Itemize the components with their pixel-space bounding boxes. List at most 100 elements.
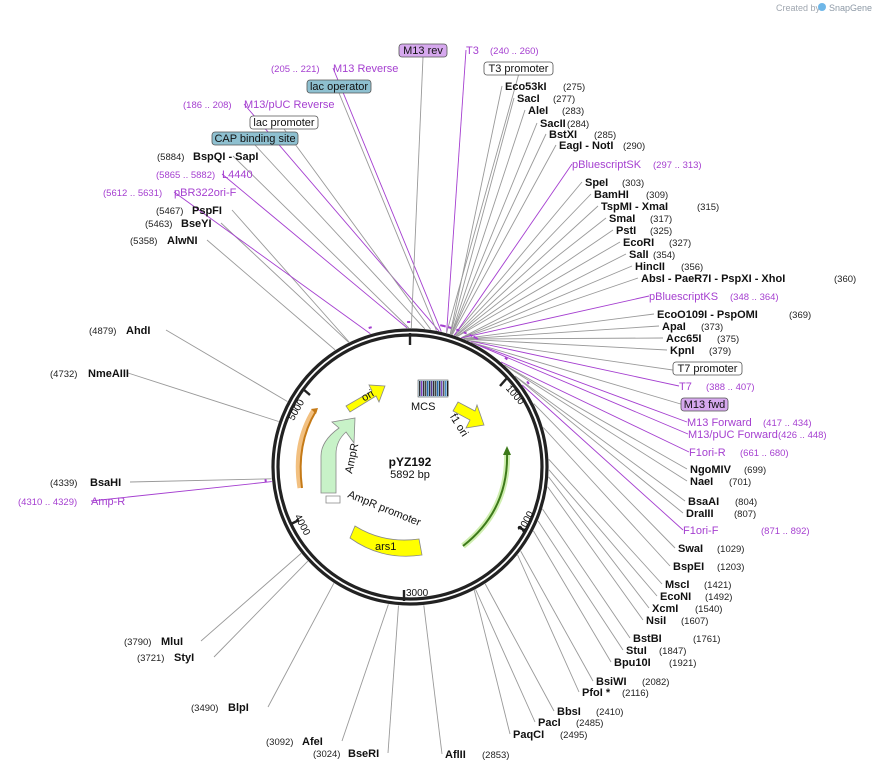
enzyme-ngomiv[interactable]: NgoMIV bbox=[690, 464, 732, 476]
enzyme-position[interactable]: (1847) bbox=[659, 646, 686, 657]
primer-range[interactable]: (871 .. 892) bbox=[761, 526, 810, 537]
enzyme-alwni[interactable]: AlwNI bbox=[167, 235, 198, 247]
enzyme-spei[interactable]: SpeI bbox=[585, 177, 608, 189]
enzyme-blpi[interactable]: BlpI bbox=[228, 702, 249, 714]
primer-range[interactable]: (4310 .. 4329) bbox=[18, 497, 77, 508]
enzyme-position[interactable]: (375) bbox=[717, 334, 739, 345]
box-t7prom[interactable] bbox=[672, 361, 743, 376]
enzyme-position[interactable]: (277) bbox=[553, 94, 575, 105]
enzyme-position[interactable]: (2853) bbox=[482, 750, 509, 761]
enzyme-position[interactable]: (369) bbox=[789, 310, 811, 321]
enzyme-position[interactable]: (379) bbox=[709, 346, 731, 357]
box-m13fwd[interactable] bbox=[680, 397, 729, 412]
primer-m13pucrev[interactable]: M13/pUC Reverse bbox=[244, 99, 334, 111]
enzyme-acc65i[interactable]: Acc65I bbox=[666, 333, 701, 345]
box-label-m13rev[interactable]: M13 rev bbox=[403, 45, 443, 57]
enzyme-position[interactable]: (1921) bbox=[669, 658, 696, 669]
enzyme-bamhi[interactable]: BamHI bbox=[594, 189, 629, 201]
enzyme-position[interactable]: (2116) bbox=[622, 688, 649, 699]
enzyme-mlui[interactable]: MluI bbox=[161, 636, 183, 648]
box-m13rev[interactable] bbox=[398, 43, 448, 58]
enzyme-position[interactable]: (1492) bbox=[705, 592, 732, 603]
box-label-lacprom[interactable]: lac promoter bbox=[253, 117, 314, 129]
enzyme-bstbi[interactable]: BstBI bbox=[633, 633, 662, 645]
primer-range[interactable]: (426 .. 448) bbox=[778, 430, 827, 441]
enzyme-position[interactable]: (3790) bbox=[124, 637, 151, 648]
enzyme-swai[interactable]: SwaI bbox=[678, 543, 703, 555]
box-t3prom[interactable] bbox=[483, 61, 554, 76]
enzyme-bpu10i[interactable]: Bpu10I bbox=[614, 657, 651, 669]
enzyme-psti[interactable]: PstI bbox=[616, 225, 636, 237]
enzyme-position[interactable]: (4339) bbox=[50, 478, 77, 489]
enzyme-position[interactable]: (284) bbox=[567, 119, 589, 130]
primer-range[interactable]: (5865 .. 5882) bbox=[156, 170, 215, 181]
enzyme-position[interactable]: (325) bbox=[650, 226, 672, 237]
enzyme-position[interactable]: (303) bbox=[622, 178, 644, 189]
ori-arrow[interactable] bbox=[345, 384, 386, 413]
enzyme-bseri[interactable]: BseRI bbox=[348, 748, 379, 760]
enzyme-bsiwi[interactable]: BsiWI bbox=[596, 676, 627, 688]
box-label-t3prom[interactable]: T3 promoter bbox=[489, 63, 549, 75]
enzyme-position[interactable]: (5358) bbox=[130, 236, 157, 247]
box-label-t7prom[interactable]: T7 promoter bbox=[678, 363, 738, 375]
enzyme-ecoo109i[interactable]: EcoO109I - PspOMI bbox=[657, 309, 758, 321]
enzyme-position[interactable]: (2485) bbox=[576, 718, 603, 729]
enzyme-smai[interactable]: SmaI bbox=[609, 213, 635, 225]
enzyme-paci[interactable]: PacI bbox=[538, 717, 561, 729]
enzyme-bsaai[interactable]: BsaAI bbox=[688, 496, 719, 508]
primer-t3[interactable]: T3 bbox=[466, 45, 479, 57]
box-lacprom[interactable] bbox=[249, 115, 319, 130]
primer-pbsk[interactable]: pBluescriptSK bbox=[572, 159, 642, 171]
box-label-cap[interactable]: CAP binding site bbox=[214, 133, 295, 145]
enzyme-position[interactable]: (1203) bbox=[717, 562, 744, 573]
enzyme-position[interactable]: (327) bbox=[669, 238, 691, 249]
enzyme-eco53ki[interactable]: Eco53kI bbox=[505, 81, 547, 93]
enzyme-ecori[interactable]: EcoRI bbox=[623, 237, 654, 249]
enzyme-position[interactable]: (1607) bbox=[681, 616, 708, 627]
enzyme-position[interactable]: (5467) bbox=[156, 206, 183, 217]
enzyme-position[interactable]: (2410) bbox=[596, 707, 623, 718]
primer-range[interactable]: (417 .. 434) bbox=[763, 418, 812, 429]
box-cap[interactable] bbox=[211, 131, 299, 146]
enzyme-position[interactable]: (699) bbox=[744, 465, 766, 476]
enzyme-nsii[interactable]: NsiI bbox=[646, 615, 666, 627]
primer-range[interactable]: (5612 .. 5631) bbox=[103, 188, 162, 199]
enzyme-position[interactable]: (360) bbox=[834, 274, 856, 285]
primer-range[interactable]: (661 .. 680) bbox=[740, 448, 789, 459]
enzyme-position[interactable]: (1761) bbox=[693, 634, 720, 645]
enzyme-position[interactable]: (5463) bbox=[145, 219, 172, 230]
enzyme-position[interactable]: (1540) bbox=[695, 604, 722, 615]
primer-range[interactable]: (297 .. 313) bbox=[653, 160, 702, 171]
enzyme-aflii[interactable]: AflII bbox=[445, 749, 466, 761]
enzyme-position[interactable]: (3092) bbox=[266, 737, 293, 748]
primer-t7[interactable]: T7 bbox=[679, 381, 692, 393]
ampr-promoter-arrow[interactable] bbox=[325, 495, 341, 504]
enzyme-position[interactable]: (701) bbox=[729, 477, 751, 488]
enzyme-position[interactable]: (3024) bbox=[313, 749, 340, 760]
ars1-arrow[interactable] bbox=[349, 525, 423, 557]
enzyme-saci[interactable]: SacI bbox=[517, 93, 540, 105]
primer-pbks[interactable]: pBluescriptKS bbox=[649, 291, 718, 303]
enzyme-bseyi[interactable]: BseYI bbox=[181, 218, 212, 230]
enzyme-naei[interactable]: NaeI bbox=[690, 476, 713, 488]
primer-ampr_p[interactable]: Amp-R bbox=[91, 496, 125, 508]
enzyme-position[interactable]: (807) bbox=[734, 509, 756, 520]
enzyme-bbsi[interactable]: BbsI bbox=[557, 706, 581, 718]
enzyme-position[interactable]: (309) bbox=[646, 190, 668, 201]
box-label-lacop[interactable]: lac operator bbox=[310, 81, 368, 93]
enzyme-stui[interactable]: StuI bbox=[626, 645, 647, 657]
enzyme-position[interactable]: (317) bbox=[650, 214, 672, 225]
primer-range[interactable]: (186 .. 208) bbox=[183, 100, 232, 111]
primer-range[interactable]: (388 .. 407) bbox=[706, 382, 755, 393]
enzyme-alei[interactable]: AleI bbox=[528, 105, 548, 117]
enzyme-absi[interactable]: AbsI - PaeR7I - PspXI - XhoI bbox=[641, 273, 785, 285]
enzyme-msci[interactable]: MscI bbox=[665, 579, 689, 591]
enzyme-apai[interactable]: ApaI bbox=[662, 321, 686, 333]
enzyme-position[interactable]: (373) bbox=[701, 322, 723, 333]
enzyme-position[interactable]: (354) bbox=[653, 250, 675, 261]
primer-m13pucfwd[interactable]: M13/pUC Forward bbox=[688, 429, 778, 441]
enzyme-styi[interactable]: StyI bbox=[174, 652, 194, 664]
primer-range[interactable]: (240 .. 260) bbox=[490, 46, 539, 57]
enzyme-position[interactable]: (283) bbox=[562, 106, 584, 117]
enzyme-eagi[interactable]: EagI - NotI bbox=[559, 140, 613, 152]
